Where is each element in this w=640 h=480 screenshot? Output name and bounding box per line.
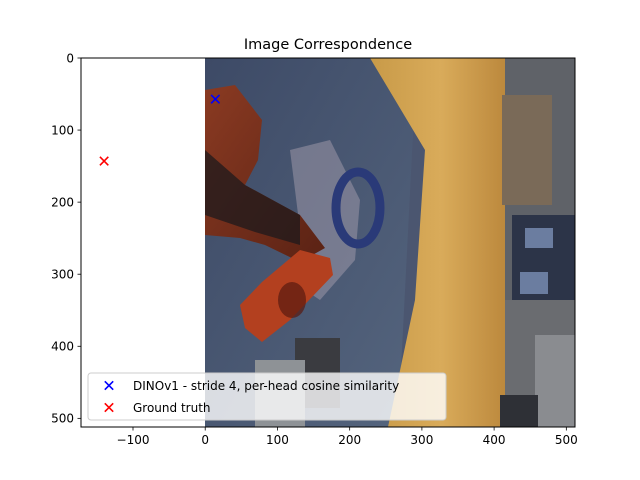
x-tick-label: 200 (338, 433, 361, 447)
x-tick-label: 500 (555, 433, 578, 447)
legend-marker-cross (104, 402, 114, 413)
marker-dinov1 (210, 94, 221, 104)
x-tick-label: 0 (201, 433, 209, 447)
x-tick-label: 100 (266, 433, 289, 447)
chart-title: Image Correspondence (244, 37, 412, 53)
scene-chair (502, 95, 552, 205)
legend-marker-dinov1 (104, 380, 114, 391)
x-axis: −100 0 100 200 300 400 500 (117, 427, 578, 447)
y-axis: 0 100 200 300 400 500 (51, 51, 81, 426)
scene-window-pane (525, 228, 553, 248)
scene-ring (331, 167, 385, 249)
x-tick-label: 300 (410, 433, 433, 447)
background-scene-image (205, 58, 575, 427)
y-tick-label: 0 (66, 51, 74, 65)
legend-label-ground-truth: Ground truth (133, 401, 211, 415)
scene-corner-shadow (500, 395, 538, 427)
scene-gripper-shade (278, 282, 306, 318)
scene-robot-arm-shadow (205, 150, 300, 245)
legend-marker-ground-truth (104, 402, 114, 413)
legend-marker-cross (104, 380, 114, 391)
marker-ground-truth (99, 156, 109, 166)
y-tick-label: 500 (51, 412, 74, 426)
scatter-markers (99, 94, 221, 166)
x-tick-label: 400 (483, 433, 506, 447)
scene-cabinet (535, 335, 575, 427)
legend-box (87, 372, 447, 421)
legend: DINOv1 - stride 4, per-head cosine simil… (87, 372, 447, 421)
x-tick-label: −100 (117, 433, 150, 447)
y-tick-label: 200 (51, 195, 74, 209)
scene-table (370, 58, 512, 427)
y-tick-label: 300 (51, 268, 74, 282)
y-tick-label: 400 (51, 340, 74, 354)
axes-frame (80, 57, 576, 428)
y-tick-label: 100 (51, 123, 74, 137)
legend-label-dinov1: DINOv1 - stride 4, per-head cosine simil… (133, 379, 399, 393)
scene-window-pane (520, 272, 548, 294)
